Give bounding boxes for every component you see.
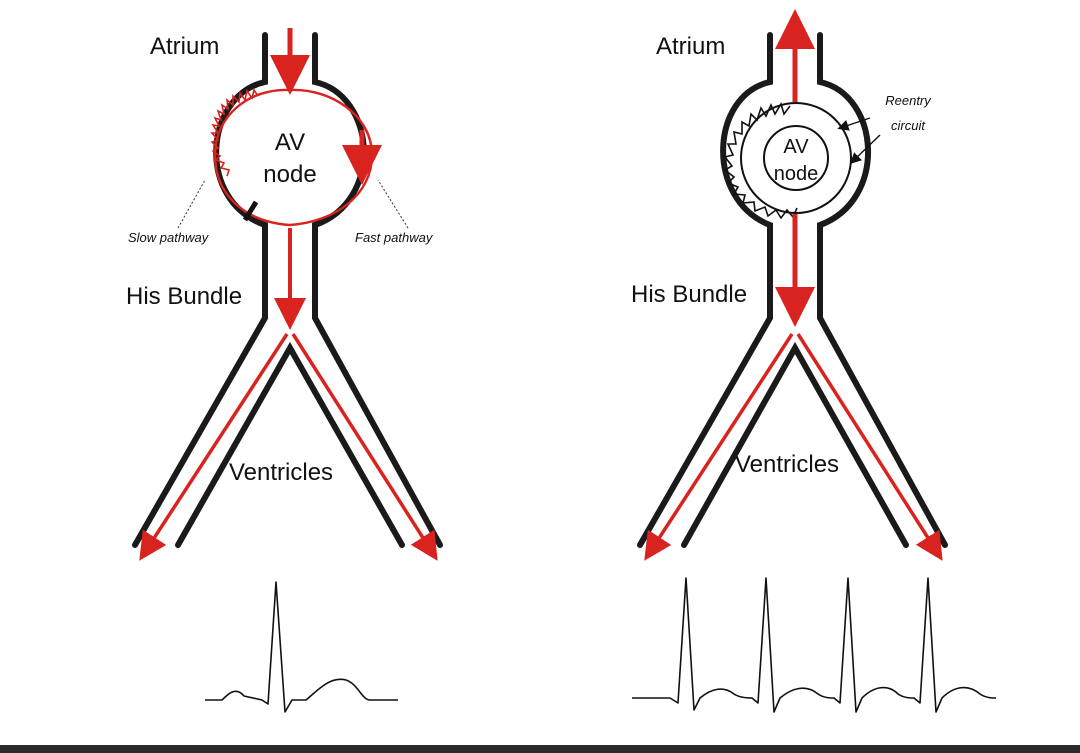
reentry-label-line2: circuit — [891, 118, 926, 133]
bottom-border — [0, 745, 1080, 753]
right-arrow-branch-right — [798, 334, 937, 552]
right-atrium-label: Atrium — [656, 33, 725, 60]
fast-pathway-label: Fast pathway — [355, 230, 434, 245]
reentry-label-line1: Reentry — [885, 93, 932, 108]
fast-pathway-pointer — [378, 180, 408, 228]
slow-pathway-pointer — [178, 180, 205, 228]
left-ventricles-label: Ventricles — [229, 459, 333, 486]
right-arrow-branch-left — [650, 334, 792, 552]
left-panel: Atrium AV node Slow pathway Fast pathway… — [126, 28, 440, 712]
left-ecg-trace — [205, 582, 398, 712]
left-arrow-branch-right — [293, 334, 432, 552]
left-wall-inner-branches — [178, 348, 402, 545]
right-av-label-line1: AV — [783, 136, 809, 158]
right-av-label-line2: node — [774, 163, 819, 185]
slow-pathway-label: Slow pathway — [128, 230, 210, 245]
left-atrium-label: Atrium — [150, 33, 219, 60]
right-panel: Atrium Reentry circuit AV node His Bundl… — [631, 24, 996, 712]
right-ventricles-label: Ventricles — [735, 451, 839, 478]
left-av-label-line1: AV — [275, 129, 305, 156]
left-av-label-line2: node — [263, 161, 316, 188]
left-his-bundle-label: His Bundle — [126, 283, 242, 310]
right-ecg-trace — [632, 578, 996, 712]
right-his-bundle-label: His Bundle — [631, 281, 747, 308]
left-arrow-branch-left — [145, 334, 287, 552]
